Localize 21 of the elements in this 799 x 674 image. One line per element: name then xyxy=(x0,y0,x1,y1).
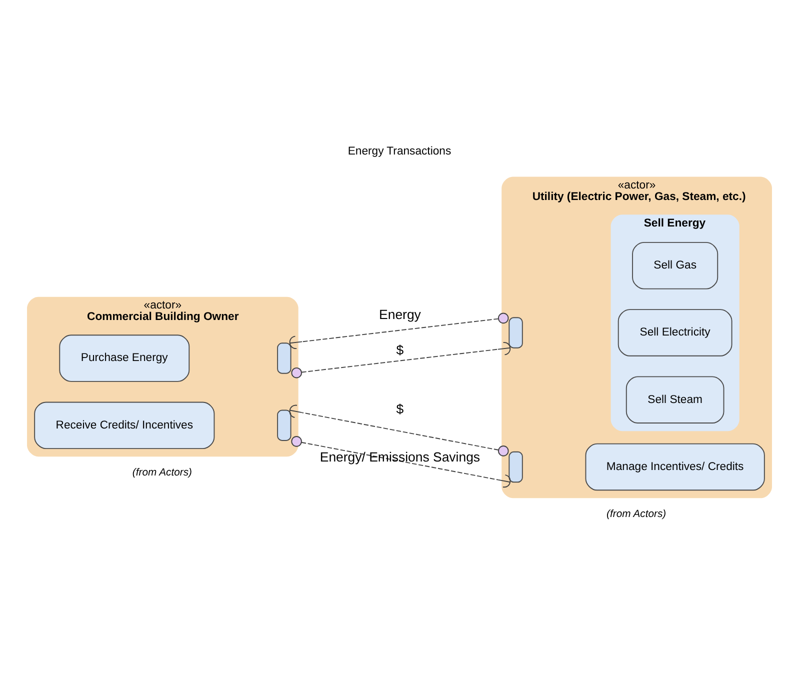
node-box: Sell Steam xyxy=(626,376,724,424)
connector xyxy=(291,436,511,488)
node-box xyxy=(277,410,292,441)
node-label: (from Actors) xyxy=(606,508,666,520)
diagram-title: Energy Transactions xyxy=(348,146,452,158)
connector xyxy=(289,312,509,349)
node-box: Sell Electricity xyxy=(618,309,732,356)
node-box xyxy=(508,451,523,483)
connector xyxy=(291,342,511,378)
node-box: Receive Credits/ Incentives xyxy=(34,402,215,450)
node-box xyxy=(508,317,523,348)
edge-label: $ xyxy=(396,401,404,416)
node-box: Purchase Energy xyxy=(59,334,190,382)
edge-label: Energy xyxy=(379,306,421,322)
node-box: Sell Gas xyxy=(632,242,718,290)
node-label: (from Actors) xyxy=(132,467,192,478)
node-box: Manage Incentives/ Credits xyxy=(585,443,765,491)
node-box xyxy=(277,342,292,374)
connector xyxy=(289,404,509,456)
edge-label: $ xyxy=(396,342,404,358)
edge-label: Energy/ Emissions Savings xyxy=(320,450,480,465)
